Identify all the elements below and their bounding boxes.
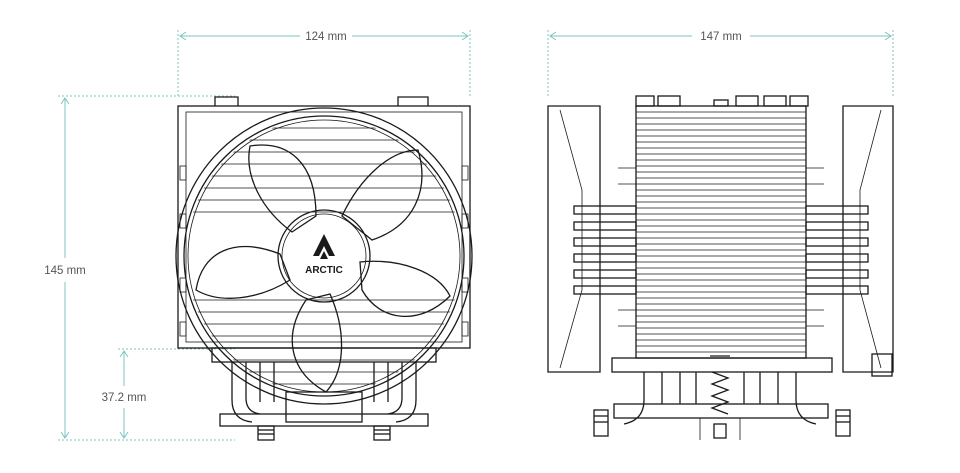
fan-hub-logo: ARCTIC (305, 265, 343, 276)
side-view (547, 95, 894, 440)
front-width-label: 124 mm (305, 31, 347, 43)
base-clearance-label: 37.2 mm (102, 392, 147, 404)
dimension-annotations (58, 30, 894, 441)
dimension-labels: 124 mm 147 mm 145 mm 37.2 mm (44, 31, 742, 404)
height-label: 145 mm (44, 265, 86, 277)
front-view: ARCTIC (175, 96, 473, 441)
side-width-label: 147 mm (700, 31, 742, 43)
arctic-logo-icon (313, 234, 335, 259)
